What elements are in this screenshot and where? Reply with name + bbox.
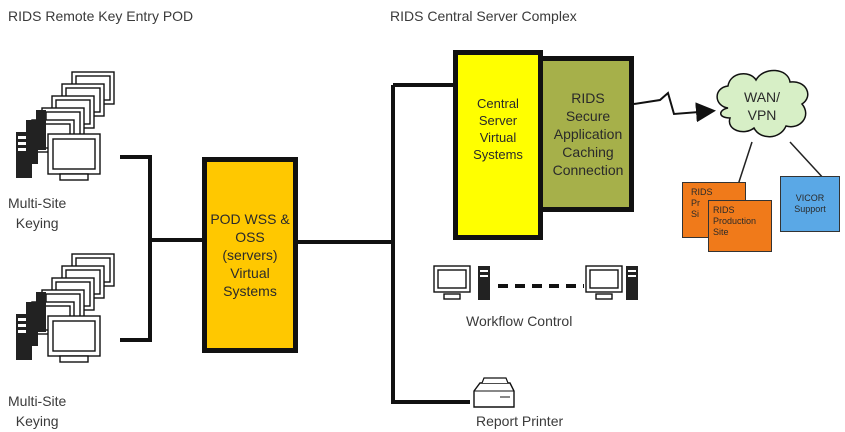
cloud-icon bbox=[716, 69, 809, 138]
workflow-pc-right bbox=[585, 265, 638, 300]
keying-top-link bbox=[120, 155, 204, 242]
keying-stack-bottom bbox=[14, 252, 124, 370]
workstation-icon bbox=[433, 265, 471, 300]
lightning-link bbox=[633, 91, 716, 123]
keying-stack-top bbox=[14, 70, 124, 188]
workflow-control-label: Workflow Control bbox=[466, 313, 573, 329]
tower-pc-icon bbox=[16, 110, 46, 178]
central-servers-box: Central Server Virtual Systems bbox=[453, 50, 543, 240]
pod-section-title: RIDS Remote Key Entry POD bbox=[8, 8, 194, 24]
workflow-pc-left bbox=[433, 265, 490, 300]
tower-pc-icon bbox=[478, 266, 490, 300]
workstation-icon bbox=[16, 71, 115, 181]
workstation-icon bbox=[16, 253, 115, 363]
pod-servers-box: POD WSS & OSS (servers) Virtual Systems bbox=[202, 157, 298, 353]
vicor-support-box: VICOR Support bbox=[780, 176, 840, 232]
keying-bottom-link bbox=[120, 240, 152, 342]
caching-connection-box: RIDS Secure Application Caching Connecti… bbox=[536, 56, 634, 212]
production-site-front: RIDS Production Site bbox=[708, 200, 772, 252]
printer-icon bbox=[473, 377, 515, 408]
keying-top-label: Multi-Site Keying bbox=[8, 195, 67, 231]
central-section-title: RIDS Central Server Complex bbox=[390, 8, 577, 24]
keying-bottom-label: Multi-Site Keying bbox=[8, 393, 67, 429]
tower-pc-icon bbox=[16, 292, 46, 360]
wan-vpn-label: WAN/ VPN bbox=[744, 89, 781, 123]
report-printer-label: Report Printer bbox=[476, 413, 564, 429]
workstation-icon bbox=[585, 265, 623, 300]
wan-to-vicor bbox=[789, 141, 826, 181]
central-vertical-bus bbox=[391, 85, 470, 404]
wan-to-production bbox=[736, 141, 753, 189]
tower-pc-icon bbox=[626, 266, 638, 300]
